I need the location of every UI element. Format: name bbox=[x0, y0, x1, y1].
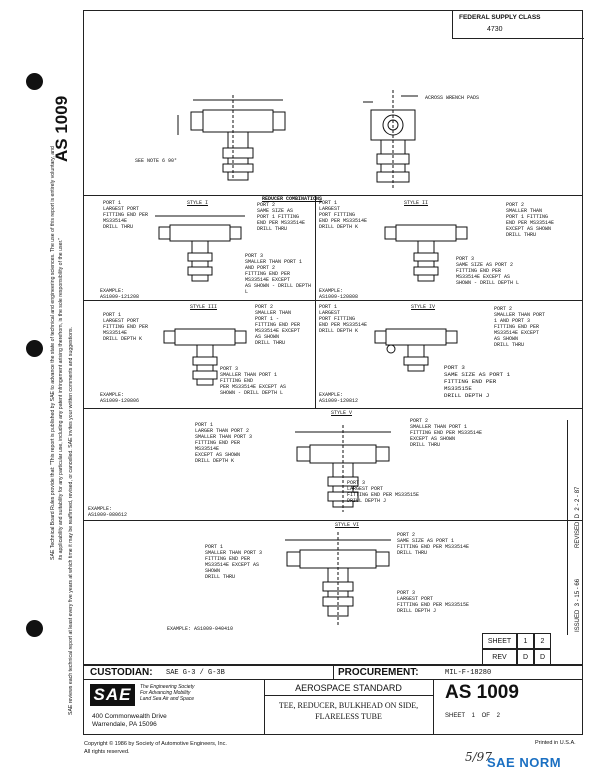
side-notice-2: its applicability and suitability for an… bbox=[58, 237, 64, 560]
fsc-box: FEDERAL SUPPLY CLASS 4730 bbox=[452, 10, 584, 39]
sae-logo: SAE bbox=[90, 684, 135, 706]
divider bbox=[433, 680, 434, 735]
standard-title: AEROSPACE STANDARD bbox=[264, 680, 433, 696]
style-title: STYLE I bbox=[187, 200, 209, 206]
sheet-of: SHEET 1 OF 2 bbox=[445, 713, 500, 719]
example-label: EXAMPLE:AS1009-120812 bbox=[319, 392, 359, 404]
reducer-title: REDUCER COMBINATIONS bbox=[262, 196, 323, 202]
issued-block: ISSUED 3 - 15 - 66 bbox=[575, 579, 581, 632]
revised-label: REVISED bbox=[575, 521, 581, 548]
handwritten-note: 5/97 bbox=[465, 750, 492, 764]
doc-number: AS 1009 bbox=[445, 682, 519, 703]
grid-line bbox=[83, 408, 583, 409]
style-3-drawing bbox=[163, 328, 247, 386]
example-label: EXAMPLE: AS1009-040410 bbox=[167, 626, 234, 632]
printed-in: Printed in U.S.A. bbox=[535, 740, 576, 746]
watermark-text: SAE NORM bbox=[487, 755, 562, 770]
grid-line bbox=[315, 195, 316, 408]
rev-1: D bbox=[517, 649, 534, 665]
wrench-note: ACROSS WRENCH PADS bbox=[425, 95, 480, 101]
revised-date: 2 - 2 - 87 bbox=[575, 486, 581, 511]
style-title: STYLE V bbox=[331, 410, 353, 416]
issued-label: ISSUED bbox=[575, 609, 581, 632]
punch-hole bbox=[26, 620, 43, 637]
procurement-label: PROCUREMENT: bbox=[338, 667, 419, 678]
rev-2: D bbox=[534, 649, 551, 665]
style-title: STYLE II bbox=[404, 200, 429, 206]
divider bbox=[264, 680, 265, 735]
style-title: STYLE IV bbox=[411, 304, 436, 310]
description: TEE, REDUCER, BULKHEAD ON SIDE,FLARELESS… bbox=[278, 701, 419, 721]
divider bbox=[333, 665, 334, 680]
custodian-value: SAE G-3 / G-3B bbox=[166, 669, 225, 677]
fsc-value: 4730 bbox=[487, 26, 503, 33]
style-4-drawing bbox=[374, 328, 458, 372]
sheet-label: SHEET bbox=[482, 633, 517, 649]
example-label: EXAMPLE:AS1009-080612 bbox=[88, 506, 128, 518]
grid-line bbox=[83, 300, 583, 301]
issued-date: 3 - 15 - 66 bbox=[575, 578, 581, 607]
sheet-1: 1 bbox=[517, 633, 534, 649]
grid-line bbox=[83, 195, 583, 196]
punch-hole bbox=[26, 73, 43, 90]
style-1-drawing bbox=[155, 215, 245, 282]
style-title: STYLE VI bbox=[335, 522, 360, 528]
revision-strip-line bbox=[567, 420, 568, 635]
rev-label: REV bbox=[482, 649, 517, 665]
style-2-drawing bbox=[384, 224, 468, 282]
top-assembly-drawing bbox=[177, 90, 418, 190]
fsc-label: FEDERAL SUPPLY CLASS bbox=[459, 14, 541, 21]
procurement-value: MIL-F-18280 bbox=[445, 669, 492, 677]
example-label: EXAMPLE:AS1009-121208 bbox=[100, 288, 140, 300]
note-reference: SEE NOTE 6 90° bbox=[135, 158, 178, 164]
custodian-label: CUSTODIAN: bbox=[90, 667, 153, 678]
style-5-drawing bbox=[295, 425, 391, 512]
example-label: EXAMPLE:AS1009-120806 bbox=[100, 392, 140, 404]
copyright: Copyright © 1986 by Society of Automotiv… bbox=[84, 741, 227, 755]
revised-block: REVISED D 2 - 2 - 87 bbox=[575, 487, 581, 548]
sheet-2: 2 bbox=[534, 633, 551, 649]
grid-line bbox=[83, 520, 583, 521]
style-6-drawing bbox=[285, 532, 391, 626]
style-title: STYLE III bbox=[190, 304, 218, 310]
side-notice-1: SAE Technical Board Rules provide that: … bbox=[50, 146, 56, 560]
rev-letter: D bbox=[575, 513, 581, 519]
side-notice-3: SAE reviews each technical report at lea… bbox=[68, 327, 74, 715]
example-label: EXAMPLE:AS1009-120808 bbox=[319, 288, 359, 300]
punch-hole bbox=[26, 340, 43, 357]
drawing-frame bbox=[83, 10, 583, 665]
